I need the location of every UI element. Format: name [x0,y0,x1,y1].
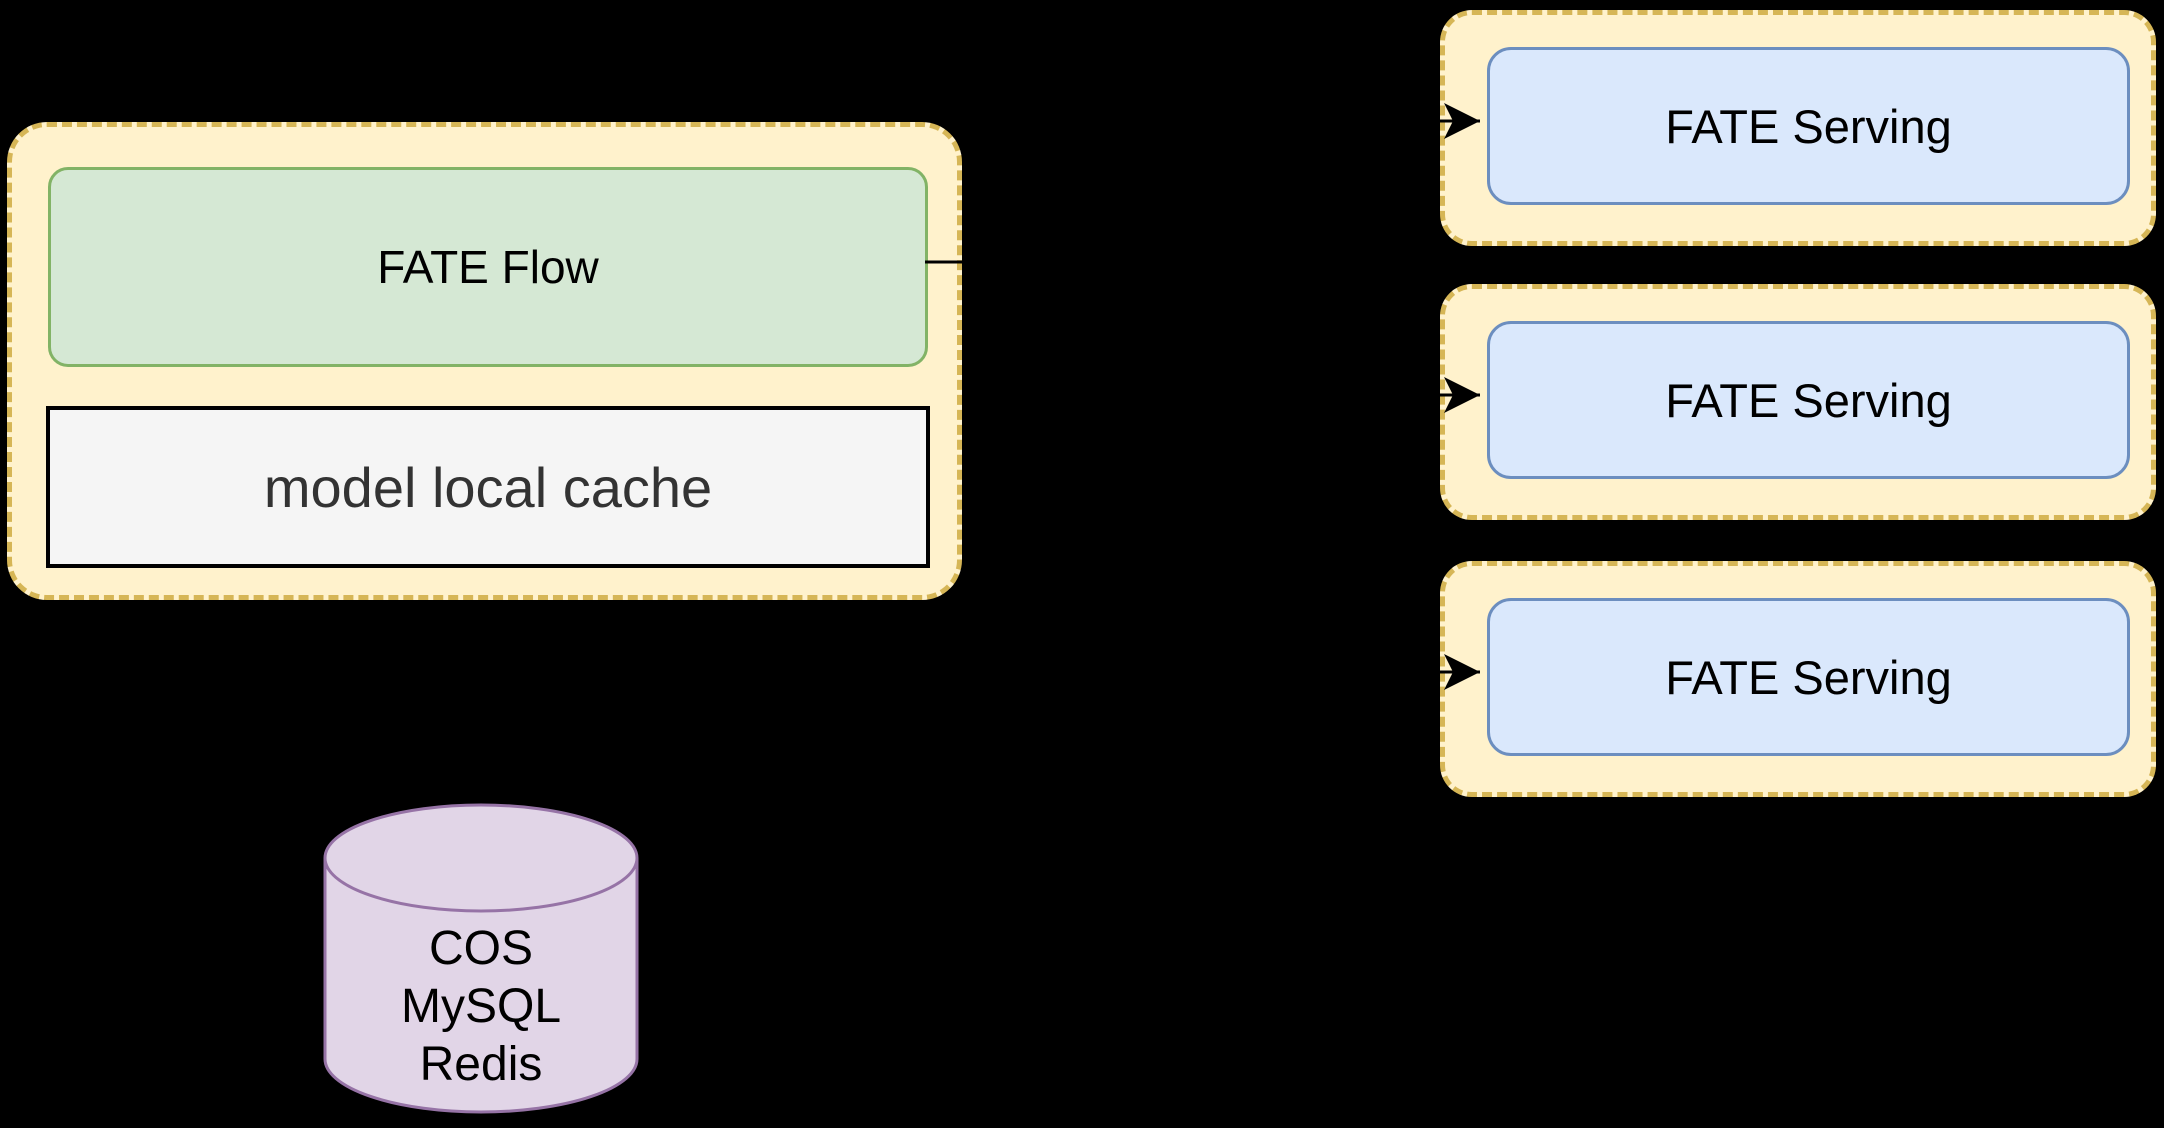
fate-serving-label-1: FATE Serving [1665,99,1952,153]
storage-labels: COS MySQL Redis [322,920,640,1094]
fate-serving-node-3: FATE Serving [1487,598,2130,756]
fate-serving-label-2: FATE Serving [1665,373,1952,427]
fate-flow-node: FATE Flow [48,167,928,367]
connector-flow-to-serving-1 [925,103,1480,264]
model-local-cache-label: model local cache [263,455,713,519]
storage-line-mysql: MySQL [400,980,562,1033]
storage-cylinder-node: COS MySQL Redis [322,802,640,1115]
storage-line-cos: COS [428,922,533,975]
fate-serving-label-3: FATE Serving [1665,650,1952,704]
model-local-cache-node: model local cache [46,406,930,568]
storage-line-redis: Redis [419,1038,543,1091]
fate-flow-label: FATE Flow [377,241,599,293]
serving-group-1: FATE Serving [1440,10,2156,246]
connector-flow-to-serving-2 [925,260,1480,413]
fate-flow-group: FATE Flow model local cache [7,122,962,600]
cylinder-shape-icon [323,803,639,1114]
serving-group-2: FATE Serving [1440,284,2156,520]
connector-flow-to-serving-3 [925,260,1480,690]
fate-serving-node-2: FATE Serving [1487,321,2130,479]
fate-serving-node-1: FATE Serving [1487,47,2130,205]
serving-group-3: FATE Serving [1440,561,2156,797]
